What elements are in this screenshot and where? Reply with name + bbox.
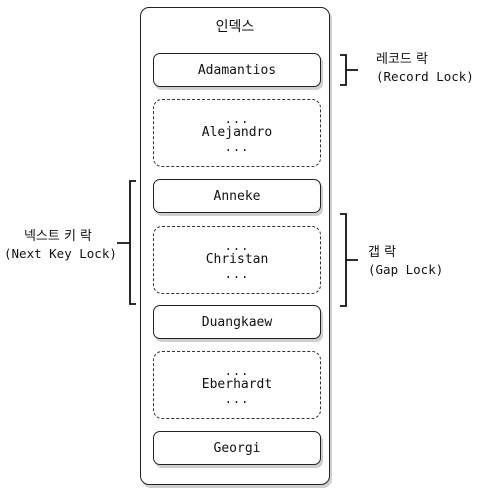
index-title: 인덱스 xyxy=(215,19,255,35)
record-label: Adamantios xyxy=(197,62,277,78)
record-label: Anneke xyxy=(213,188,261,204)
gap-christan: ... Christan ... xyxy=(153,226,321,294)
gap-dots-bottom: ... xyxy=(224,392,250,406)
gap-lock-bracket xyxy=(340,213,358,307)
gap-label: Christan xyxy=(205,252,269,267)
next-key-lock-english: (Next Key Lock) xyxy=(4,246,117,261)
next-key-lock-label: 넥스트 키 락 (Next Key Lock) xyxy=(4,228,117,262)
gap-eberhardt: ... Eberhardt ... xyxy=(153,351,321,419)
gap-label: Eberhardt xyxy=(201,377,273,392)
gap-dots-top: ... xyxy=(224,112,250,126)
gap-lock-label: 갭 락 (Gap Lock) xyxy=(368,244,443,278)
record-label: Duangkaew xyxy=(201,314,273,330)
record-lock-korean: 레코드 락 xyxy=(376,52,428,67)
record-lock-english: (Record Lock) xyxy=(376,69,474,84)
record-label: Georgi xyxy=(213,440,261,456)
next-key-lock-korean: 넥스트 키 락 xyxy=(23,229,93,244)
gap-label: Alejandro xyxy=(201,125,273,140)
record-georgi: Georgi xyxy=(153,431,321,465)
gap-lock-korean: 갭 락 xyxy=(368,245,397,260)
record-adamantios: Adamantios xyxy=(153,53,321,87)
record-duangkaew: Duangkaew xyxy=(153,305,321,339)
gap-dots-top: ... xyxy=(224,239,250,253)
gap-alejandro: ... Alejandro ... xyxy=(153,99,321,167)
record-lock-bracket xyxy=(340,54,358,86)
gap-lock-english: (Gap Lock) xyxy=(368,262,444,277)
gap-dots-bottom: ... xyxy=(224,267,250,281)
gap-dots-top: ... xyxy=(224,364,250,378)
record-lock-label: 레코드 락 (Record Lock) xyxy=(376,51,474,85)
gap-dots-bottom: ... xyxy=(224,140,250,154)
next-key-lock-bracket xyxy=(117,180,136,305)
record-anneke: Anneke xyxy=(153,179,321,213)
